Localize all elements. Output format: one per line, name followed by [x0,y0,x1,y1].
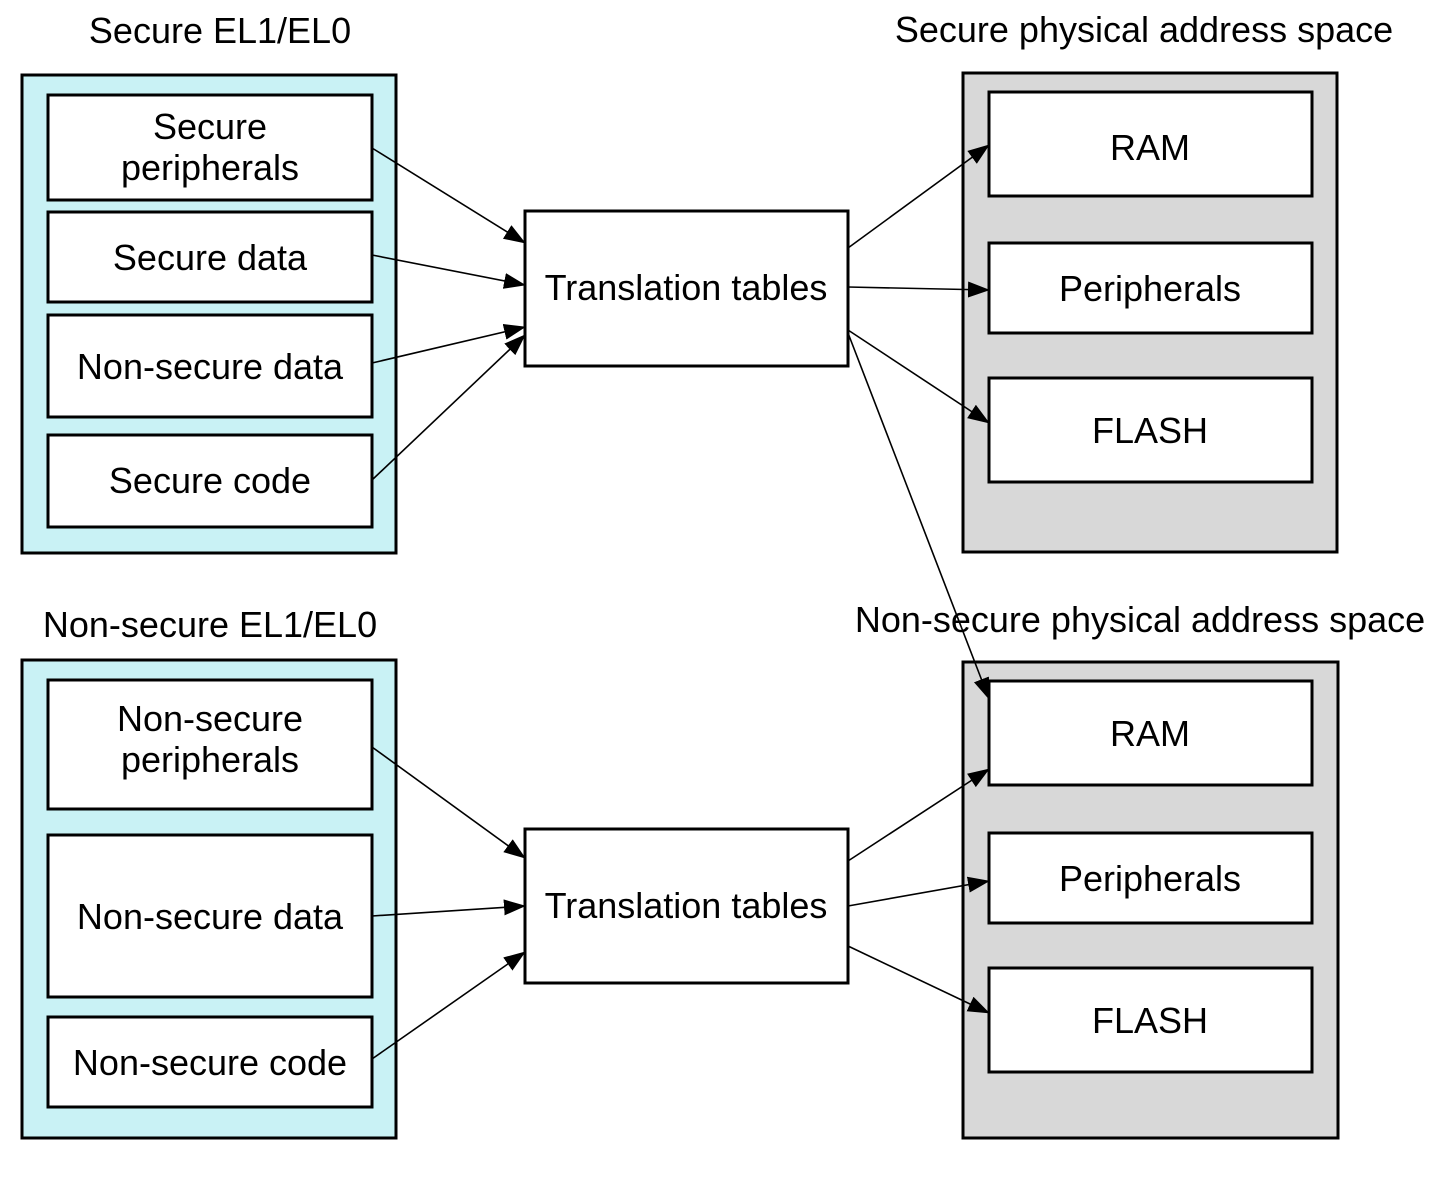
arrow-non-secure-data-top-to-tt [371,324,526,364]
arrow-tt-bottom-to-non-secure-ram [847,768,990,862]
non-secure-ram-label: RAM [1110,713,1190,754]
non-secure-data-top-label: Non-secure data [77,346,344,387]
non-secure-data-label: Non-secure data [77,896,344,937]
non-secure-address-space-title: Non-secure physical address space [855,599,1425,640]
secure-ram-label: RAM [1110,127,1190,168]
non-secure-ram-box [987,679,1314,787]
translation-tables-bottom-label: Translation tables [545,885,828,926]
secure-peripherals-label-line1: Secure [153,106,267,147]
non-secure-peripherals-label-line1: Non-secure [117,698,303,739]
translation-tables-top-box [523,209,850,368]
secure-world-title: Secure EL1/EL0 [89,10,351,51]
secure-flash-box [987,376,1314,484]
arrow-non-secure-data-to-tt [371,899,526,917]
secure-peripherals-label-line2: peripherals [121,147,299,188]
arrow-non-secure-peripherals-to-tt [371,746,526,859]
secure-ram-box [987,90,1314,198]
non-secure-data-box [46,833,374,999]
secure-flash-label: FLASH [1092,410,1208,451]
non-secure-code-box [46,1015,374,1109]
arrow-tt-bottom-to-non-secure-peripherals [847,876,990,907]
secure-address-space-title: Secure physical address space [895,9,1393,50]
secure-data-box [46,210,374,304]
non-secure-flash-label: FLASH [1092,1000,1208,1041]
arrow-tt-top-to-secure-ram [847,144,990,249]
arrow-secure-peripherals-to-tt [371,147,526,244]
secure-code-box [46,433,374,529]
non-secure-peripherals-box [46,678,374,811]
arrow-tt-top-to-secure-flash [847,329,990,424]
secure-code-label: Secure code [109,460,311,501]
secure-peripherals-pas-label: Peripherals [1059,268,1241,309]
arrow-tt-bottom-to-non-secure-flash [847,945,990,1014]
arrow-tt-top-to-secure-peripherals [847,281,990,298]
non-secure-peripherals-label-line2: peripherals [121,739,299,780]
arrow-tt-top-to-non-secure-ram [847,332,990,700]
translation-tables-top-label: Translation tables [545,267,828,308]
secure-peripherals-box [46,93,374,202]
arrow-secure-data-to-tt [371,254,526,289]
non-secure-peripherals-pas-label: Peripherals [1059,858,1241,899]
non-secure-data-top-box [46,313,374,419]
secure-data-label: Secure data [113,237,308,278]
non-secure-world-title: Non-secure EL1/EL0 [43,604,377,645]
non-secure-code-label: Non-secure code [73,1042,347,1083]
non-secure-flash-box [987,966,1314,1074]
arrow-non-secure-code-to-tt [371,951,526,1060]
arrow-secure-code-to-tt [371,334,526,481]
